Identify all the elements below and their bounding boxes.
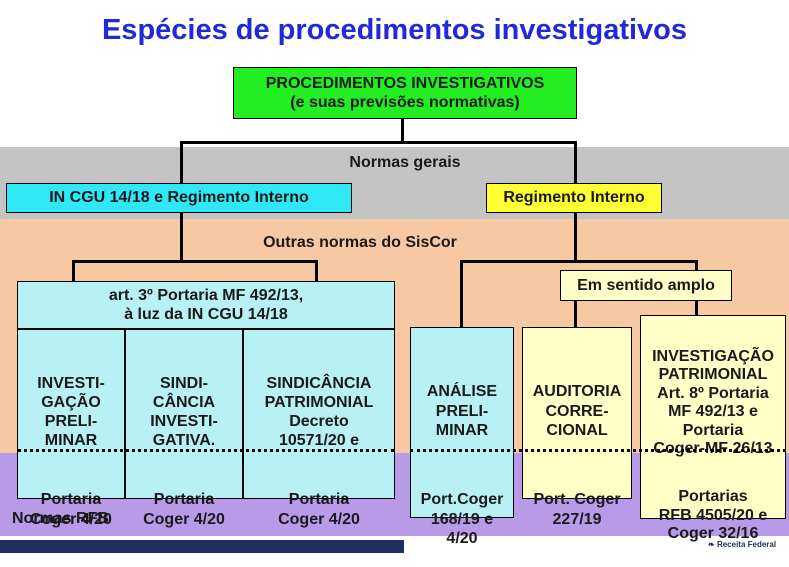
connector [401,117,404,143]
footer-bar [0,540,404,553]
dotted-separator [410,449,786,452]
root-node: PROCEDIMENTOS INVESTIGATIVOS (e suas pre… [233,67,577,119]
connector [315,260,318,282]
normas-rfb-label: Normas RFB [12,510,109,527]
procedure-bottom: Portaria Coger 4/20 [143,491,225,528]
procedure-investigacao-preliminar: INVESTI- GAÇÃO PRELI- MINAR Portaria Cog… [17,329,125,528]
procedure-top: SINDICÂNCIA PATRIMONIAL Decreto 10571/20… [264,374,374,450]
connector [574,300,577,328]
logo-text: Receita Federal [716,540,777,549]
left-group-node: art. 3º Portaria MF 492/13, à luz da IN … [17,281,395,329]
page-title: Espécies de procedimentos investigativos [101,14,688,46]
left-branch-node: IN CGU 14/18 e Regimento Interno [6,183,352,213]
procedure-investigacao-patrimonial: INVESTIGAÇÃO PATRIMONIAL Art. 8º Portari… [640,315,786,542]
connector [72,260,75,282]
connector [460,260,697,263]
procedure-bottom: Portarias RFB 4505/20 e Coger 32/16 [658,488,768,543]
procedure-sindicancia-patrimonial: SINDICÂNCIA PATRIMONIAL Decreto 10571/20… [243,329,395,528]
procedure-top: INVESTI- GAÇÃO PRELI- MINAR [37,374,105,450]
connector [574,212,577,262]
connector [460,260,463,328]
procedure-top: INVESTIGAÇÃO PATRIMONIAL Art. 8º Portari… [652,348,774,457]
connector [180,212,183,262]
procedure-bottom: Portaria Coger 4/20 [30,491,112,528]
receita-federal-logo: ❧ Receita Federal [708,540,776,549]
right-branch-node: Regimento Interno [486,183,662,213]
normas-gerais-label: Normas gerais [349,154,461,171]
procedure-analise-preliminar: ANÁLISE PRELI- MINAR Port.Coger 168/19 e… [410,327,514,547]
connector [180,141,183,184]
procedure-bottom: Portaria Coger 4/20 [278,491,360,528]
procedure-top: AUDITORIA CORRE- CIONAL [532,383,622,439]
procedure-sindicancia-investigativa: SINDI- CÂNCIA INVESTI- GATIVA. Portaria … [125,329,243,528]
dotted-separator [17,449,395,452]
right-group-node: Em sentido amplo [560,270,732,301]
outras-normas-label: Outras normas do SisCor [263,234,457,251]
procedure-bottom: Port. Coger 227/19 [533,491,621,528]
connector [180,141,576,144]
connector [72,260,318,263]
procedure-bottom: Port.Coger 168/19 e 4/20 [420,491,504,547]
procedure-top: SINDI- CÂNCIA INVESTI- GATIVA. [150,374,218,450]
logo-icon: ❧ [708,540,715,549]
procedure-top: ANÁLISE PRELI- MINAR [426,383,498,439]
connector [574,141,577,184]
procedure-auditoria-correcional: AUDITORIA CORRE- CIONAL Port. Coger 227/… [522,327,632,528]
